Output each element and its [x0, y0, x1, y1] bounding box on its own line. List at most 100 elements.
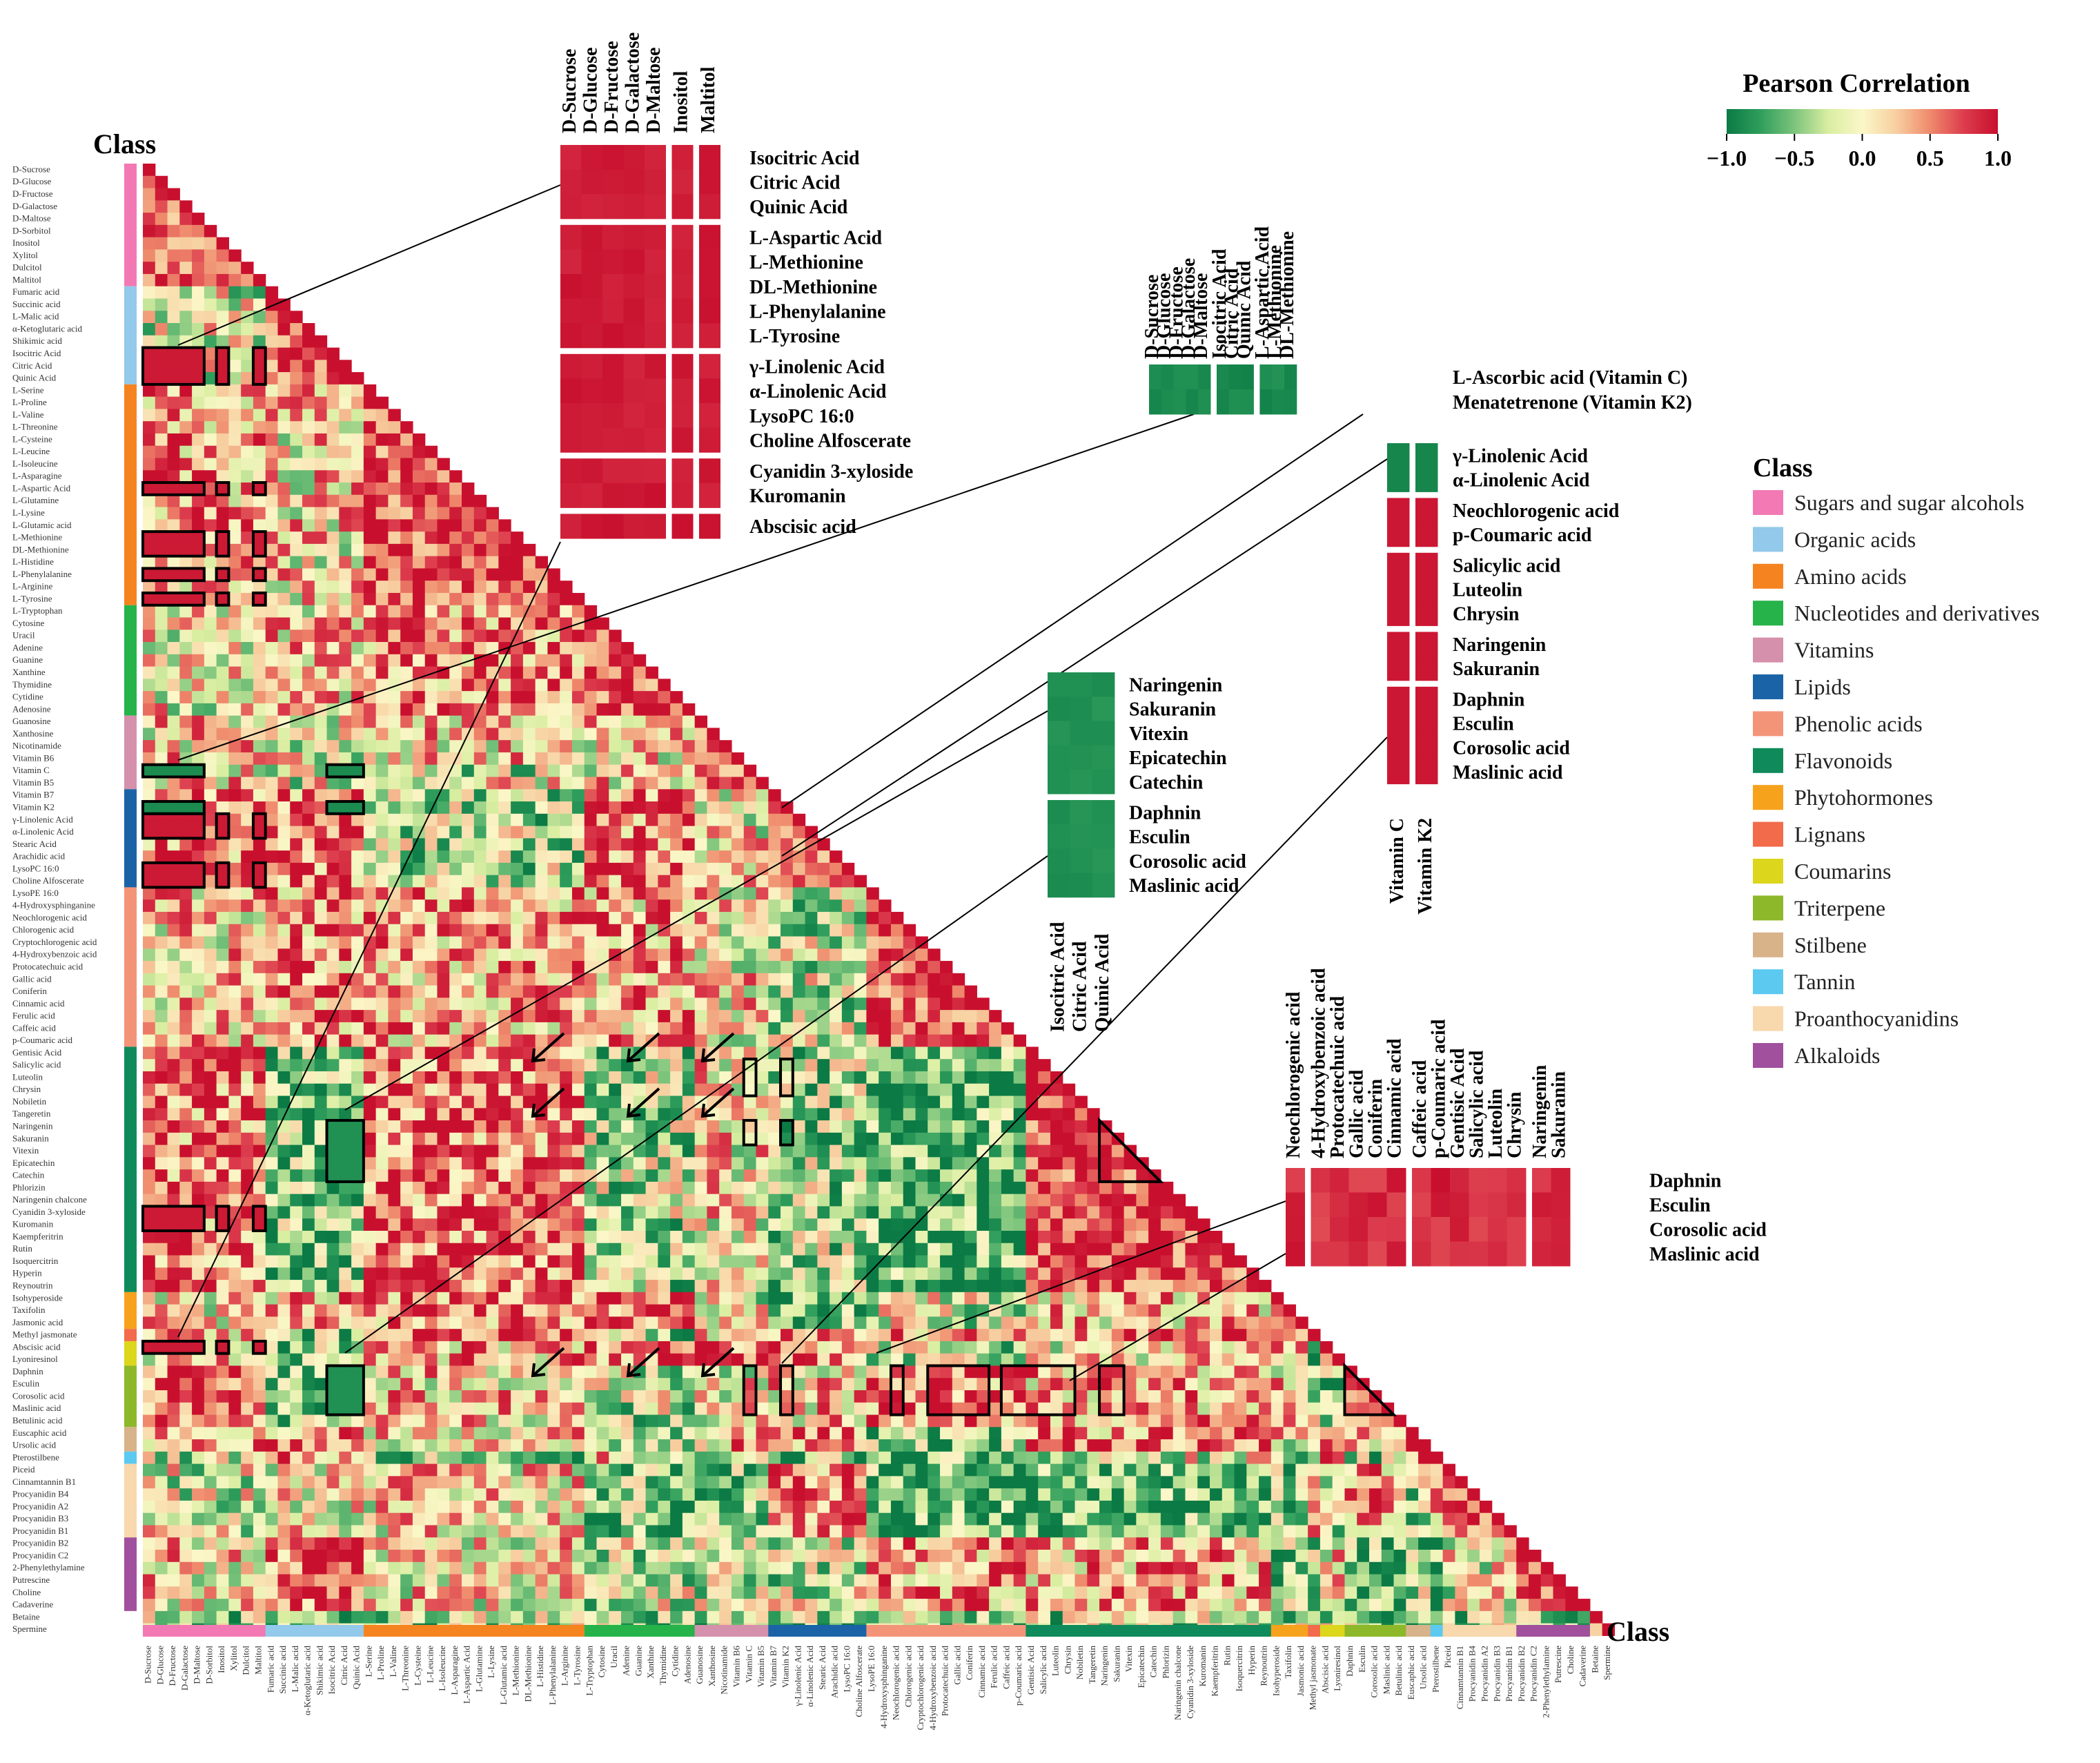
heatmap-cell	[694, 1341, 708, 1354]
heatmap-cell	[879, 1316, 892, 1329]
heatmap-cell	[314, 396, 328, 409]
heatmap-cell	[155, 372, 168, 385]
heatmap-cell	[952, 1243, 965, 1256]
heatmap-cell	[241, 556, 254, 569]
heatmap-cell	[731, 887, 745, 900]
heatmap-cell	[879, 1083, 892, 1097]
heatmap-cell	[670, 1316, 683, 1329]
heatmap-cell	[841, 1022, 855, 1035]
heatmap-cell	[609, 1071, 622, 1084]
heatmap-cell	[792, 1010, 806, 1023]
heatmap-cell	[805, 1059, 818, 1072]
heatmap-cell	[437, 568, 450, 581]
heatmap-cell	[179, 1329, 193, 1342]
heatmap-cell	[768, 961, 781, 974]
heatmap-cell	[841, 1267, 855, 1280]
heatmap-cell	[241, 887, 254, 900]
heatmap-cell	[241, 532, 254, 545]
heatmap-cell	[915, 1304, 928, 1317]
heatmap-cell	[155, 237, 168, 250]
heatmap-cell	[805, 1083, 818, 1097]
heatmap-cell	[743, 1280, 757, 1293]
heatmap-cell	[571, 887, 585, 900]
heatmap-cell	[670, 740, 683, 753]
heatmap-cell	[596, 1329, 609, 1342]
heatmap-cell	[977, 1059, 990, 1072]
heatmap-cell	[658, 1071, 671, 1084]
heatmap-cell	[253, 1108, 266, 1121]
heatmap-cell	[768, 1071, 781, 1084]
heatmap-cell	[584, 1157, 598, 1170]
heatmap-cell	[866, 1157, 879, 1170]
heatmap-cell	[903, 1280, 916, 1293]
heatmap-cell	[192, 630, 205, 643]
heatmap-cell	[658, 1243, 671, 1256]
heatmap-cell	[326, 752, 340, 766]
heatmap-cell	[1087, 1353, 1100, 1367]
heatmap-cell	[253, 642, 266, 655]
heatmap-cell	[388, 911, 401, 925]
heatmap-cell	[670, 997, 683, 1011]
heatmap-cell	[952, 1010, 965, 1023]
heatmap-cell	[290, 838, 303, 851]
heatmap-cell	[253, 384, 266, 398]
heatmap-cell	[400, 862, 413, 876]
heatmap-cell	[977, 1365, 990, 1379]
heatmap-cell	[216, 654, 229, 668]
heatmap-cell	[560, 961, 573, 974]
heatmap-cell	[424, 1108, 438, 1121]
heatmap-cell	[339, 1132, 352, 1146]
heatmap-cell	[498, 813, 511, 827]
heatmap-cell	[731, 777, 745, 790]
heatmap-cell	[743, 1365, 757, 1379]
heatmap-cell	[424, 875, 438, 888]
heatmap-cell	[571, 948, 585, 962]
heatmap-cell	[621, 1132, 634, 1146]
heatmap-cell	[277, 1145, 291, 1158]
heatmap-cell	[314, 409, 328, 422]
heatmap-cell	[596, 691, 609, 704]
heatmap-cell	[756, 1181, 769, 1195]
heatmap-cell	[462, 1292, 475, 1305]
heatmap-cell	[1038, 1304, 1051, 1317]
heatmap-cell	[571, 740, 585, 753]
heatmap-cell	[560, 654, 573, 668]
heatmap-cell	[535, 973, 549, 986]
heatmap-cell	[462, 1083, 475, 1097]
heatmap-cell	[547, 592, 560, 606]
heatmap-cell	[841, 1230, 855, 1244]
heatmap-cell	[571, 1329, 585, 1342]
heatmap-cell	[756, 1071, 769, 1084]
heatmap-cell	[192, 273, 205, 287]
heatmap-cell	[498, 1108, 511, 1121]
heatmap-cell	[707, 1022, 720, 1035]
heatmap-cell	[743, 997, 757, 1011]
heatmap-cell	[167, 973, 180, 986]
heatmap-cell	[756, 777, 769, 790]
heatmap-cell	[522, 1071, 536, 1084]
heatmap-cell	[560, 985, 573, 998]
heatmap-cell	[596, 997, 609, 1011]
heatmap-cell	[375, 396, 389, 409]
heatmap-cell	[155, 519, 168, 532]
heatmap-cell	[375, 1157, 389, 1170]
heatmap-cell	[143, 372, 156, 385]
heatmap-cell	[155, 347, 168, 360]
heatmap-cell	[633, 1230, 647, 1244]
heatmap-cell	[731, 875, 745, 888]
heatmap-cell	[781, 1108, 794, 1121]
heatmap-cell	[462, 1304, 475, 1317]
heatmap-cell	[388, 691, 401, 704]
heatmap-cell	[928, 1132, 941, 1146]
heatmap-cell	[277, 1365, 291, 1379]
heatmap-cell	[1283, 1316, 1296, 1329]
heatmap-cell	[351, 409, 364, 422]
heatmap-cell	[743, 1095, 757, 1109]
heatmap-cell	[903, 1095, 916, 1109]
heatmap-cell	[952, 985, 965, 998]
heatmap-cell	[228, 1230, 242, 1244]
heatmap-cell	[143, 850, 156, 864]
heatmap-cell	[560, 1169, 573, 1182]
heatmap-cell	[768, 985, 781, 998]
heatmap-cell	[302, 936, 315, 949]
